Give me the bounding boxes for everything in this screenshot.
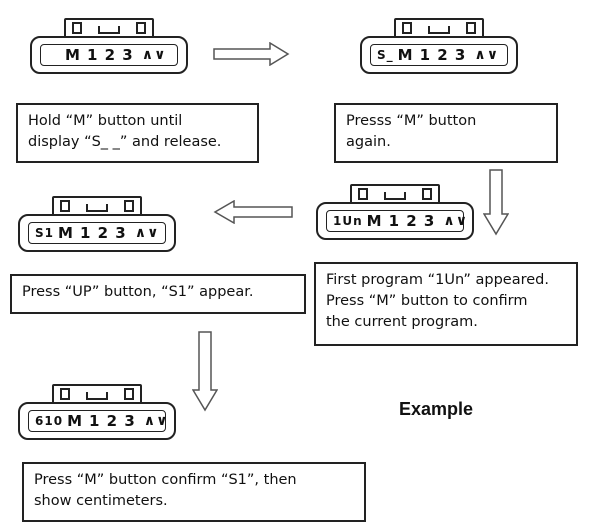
remote-display: S_ M 1 2 3 ∧∨: [370, 44, 508, 66]
up-down-keys-label: ∧∨: [143, 413, 169, 429]
remote-body: S1 M 1 2 3 ∧∨: [18, 214, 176, 252]
note-line: Hold “M” button until: [28, 113, 183, 129]
remote-body: 1Un M 1 2 3 ∧∨: [316, 202, 474, 240]
m-key-label: M: [58, 224, 74, 242]
arrow-right-icon: [213, 42, 290, 66]
remote-connector: [64, 18, 154, 38]
remote-display: 610 M 1 2 3 ∧∨: [28, 410, 169, 432]
remote-step-3: 1Un M 1 2 3 ∧∨: [316, 184, 476, 242]
m-key-label: M: [397, 46, 414, 64]
note-line: First program “1Un” appeared.: [326, 272, 549, 288]
number-keys-label: 1 2 3: [419, 46, 467, 64]
up-down-keys-label: ∧∨: [474, 47, 500, 63]
remote-connector: [52, 384, 142, 404]
note-line: Press “M” button to confirm: [326, 293, 528, 309]
note-step-3: First program “1Un” appeared. Press “M” …: [314, 262, 578, 346]
note-line: Press “UP” button, “S1” appear.: [22, 284, 254, 300]
note-step-1: Hold “M” button until display “S_ _” and…: [16, 103, 259, 163]
remote-connector: [394, 18, 484, 38]
up-down-keys-label: ∧∨: [141, 47, 167, 63]
remote-step-5: 610 M 1 2 3 ∧∨: [18, 384, 178, 442]
arrow-down-icon: [192, 331, 218, 412]
note-step-4: Press “UP” button, “S1” appear.: [10, 274, 306, 314]
display-prefix: 610: [35, 414, 64, 428]
note-line: again.: [346, 134, 391, 150]
remote-step-2: S_ M 1 2 3 ∧∨: [360, 18, 520, 76]
note-line: display “S_ _” and release.: [28, 134, 222, 150]
remote-body: S_ M 1 2 3 ∧∨: [360, 36, 518, 74]
note-step-5: Press “M” button confirm “S1”, then show…: [22, 462, 366, 522]
note-line: Presss “M” button: [346, 113, 477, 129]
remote-display: S1 M 1 2 3 ∧∨: [28, 222, 166, 244]
m-key-label: M: [67, 412, 83, 430]
number-keys-label: 1 2 3: [86, 46, 134, 64]
remote-display: 1Un M 1 2 3 ∧∨: [326, 210, 467, 232]
up-down-keys-label: ∧∨: [134, 225, 160, 241]
number-keys-label: 1 2 3: [79, 224, 127, 242]
arrow-left-icon: [213, 200, 293, 224]
remote-connector: [52, 196, 142, 216]
m-key-label: M: [366, 212, 383, 230]
display-prefix: S_: [377, 48, 394, 62]
remote-connector: [350, 184, 440, 204]
remote-display: M 1 2 3 ∧∨: [40, 44, 178, 66]
note-line: the current program.: [326, 314, 478, 330]
remote-body: 610 M 1 2 3 ∧∨: [18, 402, 176, 440]
display-prefix: 1Un: [333, 214, 363, 228]
remote-body: M 1 2 3 ∧∨: [30, 36, 188, 74]
example-label: Example: [399, 399, 474, 419]
up-down-keys-label: ∧∨: [443, 213, 469, 229]
number-keys-label: 1 2 3: [89, 412, 136, 430]
note-step-2: Presss “M” button again.: [334, 103, 558, 163]
arrow-down-icon: [483, 169, 509, 236]
remote-step-4: S1 M 1 2 3 ∧∨: [18, 196, 178, 254]
note-line: show centimeters.: [34, 493, 168, 509]
display-prefix: S1: [35, 226, 54, 240]
remote-step-1: M 1 2 3 ∧∨: [30, 18, 190, 76]
number-keys-label: 1 2 3: [388, 212, 436, 230]
note-line: Press “M” button confirm “S1”, then: [34, 472, 297, 488]
m-key-label: M: [65, 46, 81, 64]
